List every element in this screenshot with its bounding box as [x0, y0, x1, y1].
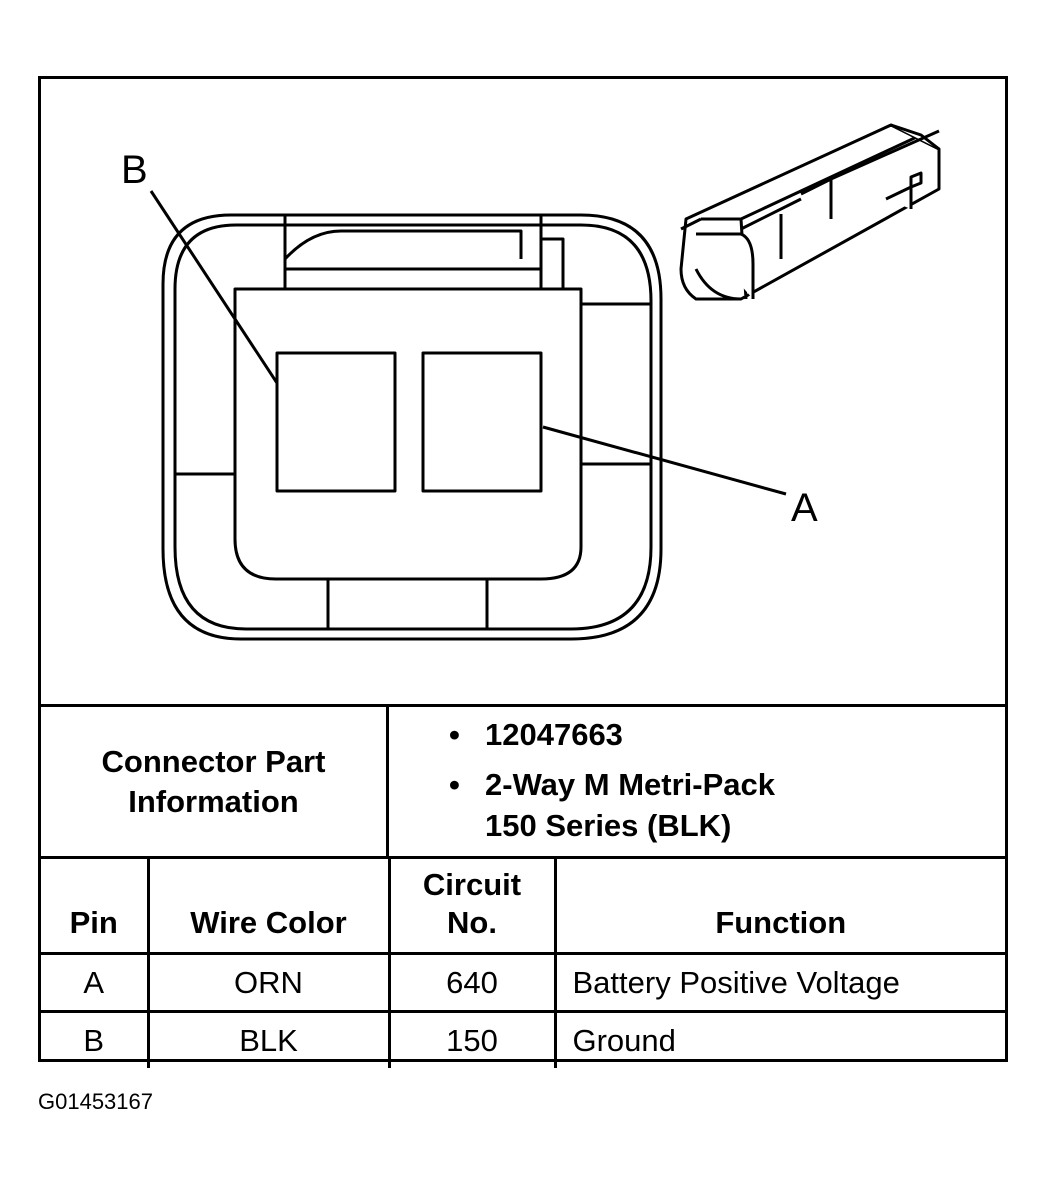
connector-info-values: • 12047663 • 2-Way M Metri-Pack 150 Seri…	[389, 707, 1005, 856]
cell-circuit: 150	[387, 1010, 557, 1068]
terminal-cavity-a	[421, 351, 543, 493]
cell-wire-color: ORN	[146, 952, 391, 1013]
callout-a: A	[791, 486, 818, 530]
connector-outer-inner-edge	[173, 223, 653, 631]
leader-line-a	[542, 425, 787, 496]
bullet-icon: •	[449, 717, 460, 752]
header-pin: Pin	[41, 856, 150, 955]
figure-id: G01453167	[38, 1089, 153, 1114]
connector-part-number: 12047663	[485, 717, 623, 752]
connector-figure-frame: B A Connector Part Information • 1204766…	[38, 76, 1008, 1068]
connector-bottom-rib	[326, 579, 489, 629]
cell-function: Ground	[553, 1010, 1005, 1068]
cell-pin: A	[41, 952, 150, 1013]
connector-series: 150 Series (BLK)	[485, 808, 732, 843]
leader-line-b	[149, 190, 279, 384]
bullet-icon: •	[449, 767, 460, 802]
table-row: B BLK 150 Ground	[41, 1010, 1005, 1068]
connector-latch	[283, 215, 543, 289]
table-header-row: Pin Wire Color Circuit No. Function	[41, 856, 1005, 955]
pin-table: Pin Wire Color Circuit No. Function A OR…	[41, 856, 1005, 1068]
table-row: A ORN 640 Battery Positive Voltage	[41, 952, 1005, 1013]
header-wire-color: Wire Color	[146, 856, 391, 955]
connector-diagram: B A	[121, 123, 941, 641]
cell-circuit: 640	[387, 952, 557, 1013]
connector-part-information-row: Connector Part Information • 12047663 • …	[41, 704, 1005, 856]
cell-wire-color: BLK	[146, 1010, 391, 1068]
connector-info-label: Connector Part Information	[101, 743, 326, 819]
connector-perspective-view	[679, 123, 941, 301]
header-circuit-no: Circuit No.	[387, 856, 557, 955]
connector-latch-ramp	[283, 229, 523, 261]
header-function: Function	[553, 856, 1005, 955]
callout-b: B	[121, 148, 148, 192]
connector-type: 2-Way M Metri-Pack	[485, 767, 775, 802]
connector-outer-shell	[161, 213, 663, 641]
terminal-cavity-b	[275, 351, 397, 493]
connector-cavity	[233, 287, 583, 581]
connector-info-label-cell: Connector Part Information	[41, 707, 389, 856]
header-circuit-line1: Circuit	[422, 867, 522, 902]
cell-pin: B	[41, 1010, 150, 1068]
header-circuit-line2: No.	[447, 905, 497, 940]
cell-function: Battery Positive Voltage	[553, 952, 1005, 1013]
